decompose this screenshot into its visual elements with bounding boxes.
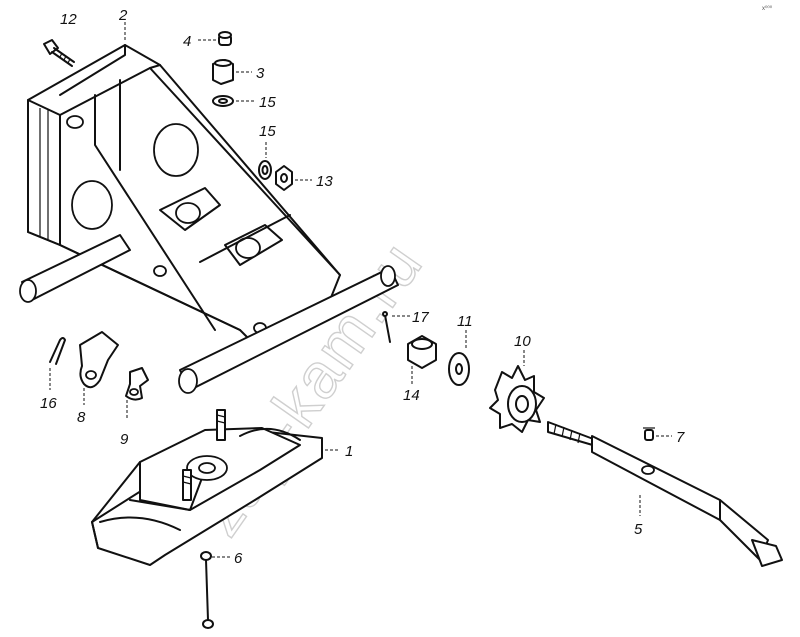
callout-9: 9 (120, 400, 129, 448)
part-1-base-block (91, 409, 323, 566)
callout-1: 1 (325, 443, 353, 460)
svg-text:1: 1 (345, 443, 353, 460)
svg-text:3: 3 (256, 65, 265, 82)
svg-text:14: 14 (403, 387, 420, 404)
part-2-bracket-frame (19, 44, 399, 394)
callout-17: 17 (392, 309, 429, 326)
callout-16: 16 (40, 368, 57, 412)
part-4-cap (218, 31, 232, 46)
part-11-washer (448, 352, 470, 386)
callout-14: 14 (403, 366, 420, 404)
corner-mark: x⁰⁰⁰ (762, 5, 773, 12)
svg-text:15: 15 (259, 123, 276, 140)
part-15-washer-upper (212, 95, 234, 107)
callout-8: 8 (77, 388, 86, 426)
part-8-latch (79, 331, 119, 389)
part-5-shaft (547, 421, 783, 567)
callout-4: 4 (183, 33, 216, 50)
svg-text:13: 13 (316, 173, 333, 190)
svg-text:2: 2 (118, 7, 128, 24)
svg-text:5: 5 (634, 521, 643, 538)
svg-text:17: 17 (412, 309, 429, 326)
part-13-nut (275, 165, 293, 191)
callout-15-upper: 15 (236, 94, 276, 111)
part-12-bolt (43, 39, 75, 67)
part-14-castle-nut (407, 335, 437, 369)
svg-text:12: 12 (60, 11, 77, 28)
callout-6: 6 (212, 550, 243, 567)
svg-text:6: 6 (234, 550, 243, 567)
part-3-nut (212, 59, 234, 85)
svg-text:4: 4 (183, 33, 191, 50)
part-10-gear (489, 365, 545, 433)
part-17-pin (382, 311, 391, 343)
part-9-clip (125, 367, 149, 401)
svg-text:9: 9 (120, 431, 129, 448)
callout-13: 13 (295, 173, 333, 190)
svg-text:16: 16 (40, 395, 57, 412)
callout-7: 7 (656, 429, 685, 446)
svg-text:15: 15 (259, 94, 276, 111)
svg-text:11: 11 (457, 313, 473, 330)
callout-15-lower: 15 (259, 123, 276, 158)
callout-11: 11 (457, 313, 473, 350)
callout-2: 2 (118, 7, 128, 42)
svg-text:10: 10 (514, 333, 531, 350)
callout-12: 12 (60, 11, 77, 28)
callout-3: 3 (236, 65, 265, 82)
part-7-screw (643, 427, 655, 441)
callout-10: 10 (514, 333, 531, 366)
part-15-washer-lower (258, 160, 272, 180)
part-16-pin (49, 337, 66, 365)
svg-text:7: 7 (676, 429, 685, 446)
part-6-long-bolt (200, 551, 214, 629)
svg-text:8: 8 (77, 409, 86, 426)
callout-5: 5 (634, 495, 643, 538)
